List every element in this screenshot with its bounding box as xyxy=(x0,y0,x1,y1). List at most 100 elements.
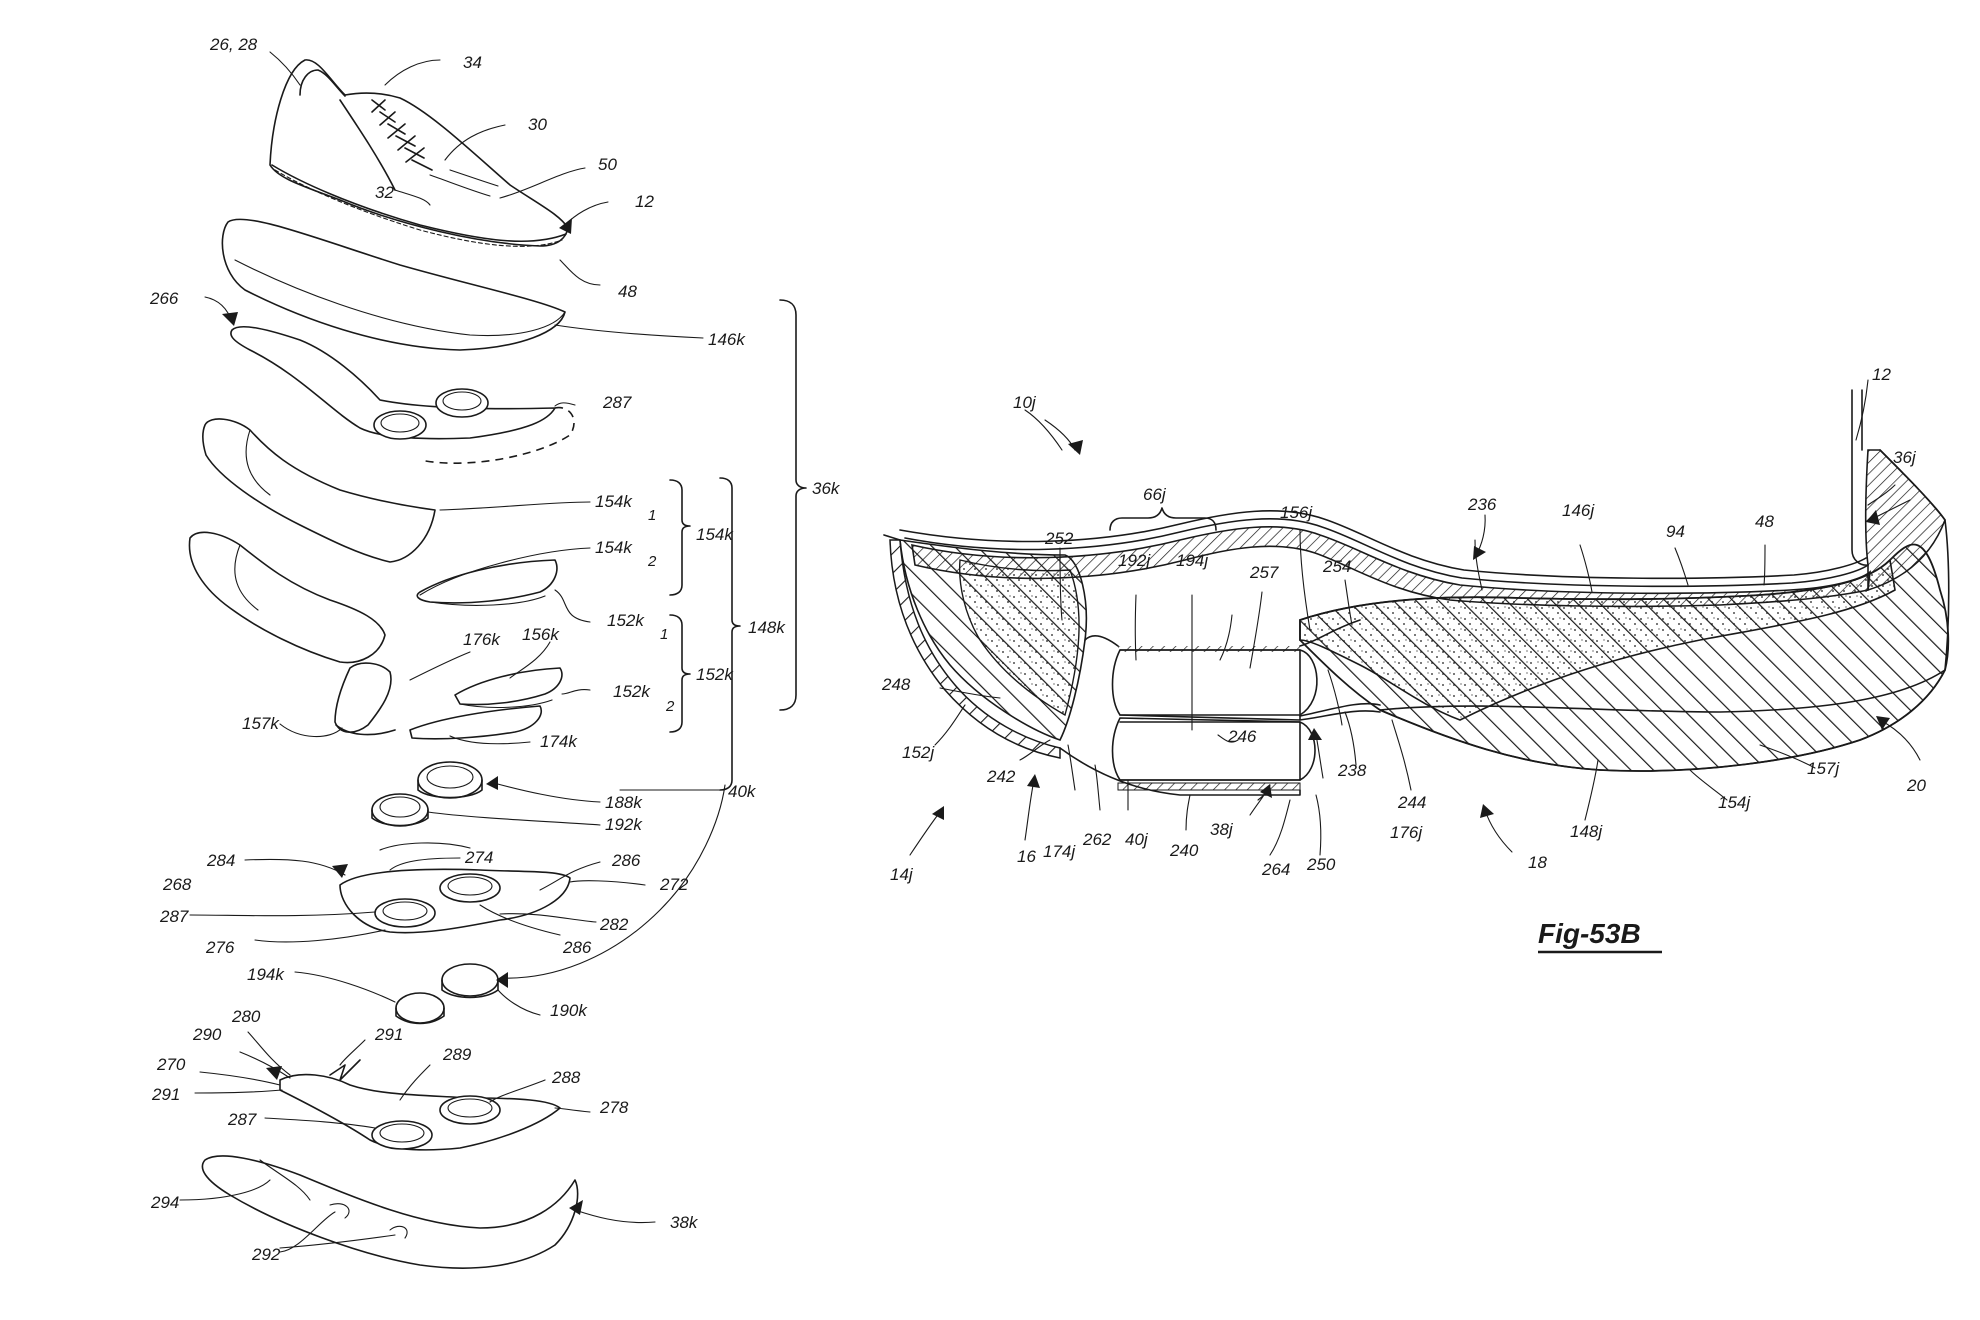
label-154k2-sub: 2 xyxy=(647,553,657,570)
label-36k: 36k xyxy=(812,479,841,498)
label-152k2: 152k xyxy=(613,682,651,701)
label-r-156j: 156j xyxy=(1280,503,1313,522)
label-287-mid: 287 xyxy=(159,907,189,926)
label-r-248: 248 xyxy=(881,675,911,694)
label-r-66j: 66j xyxy=(1143,485,1167,504)
piece-174k xyxy=(409,705,542,740)
label-286-bottom: 286 xyxy=(562,938,592,957)
label-288: 288 xyxy=(551,1068,581,1087)
label-291-top: 291 xyxy=(374,1025,403,1044)
bladder-assembly-40j xyxy=(1059,646,1381,796)
label-152k1-sub: 1 xyxy=(660,626,668,643)
label-26-28: 26, 28 xyxy=(209,35,258,54)
label-154k: 154k xyxy=(696,525,734,544)
exploded-arrowheads xyxy=(222,218,583,1215)
label-291-bottom: 291 xyxy=(151,1085,180,1104)
label-152k1: 152k xyxy=(607,611,645,630)
label-r-18: 18 xyxy=(1528,853,1547,872)
section-leader-lines xyxy=(934,379,1896,856)
label-156k: 156k xyxy=(522,625,560,644)
label-270: 270 xyxy=(156,1055,186,1074)
label-284: 284 xyxy=(206,851,235,870)
label-38k: 38k xyxy=(670,1213,699,1232)
exploded-view: 26, 28 34 30 50 32 12 48 266 146k 287 36… xyxy=(149,35,841,1269)
section-labels: 12 10j 36j 66j 192j 194j 252 156j 236 14… xyxy=(881,365,1926,884)
label-r-146j: 146j xyxy=(1562,501,1595,520)
label-152k: 152k xyxy=(696,665,734,684)
label-276: 276 xyxy=(205,938,235,957)
label-294: 294 xyxy=(150,1193,179,1212)
label-154k1: 154k xyxy=(595,492,633,511)
label-286-top: 286 xyxy=(611,851,641,870)
exploded-labels: 26, 28 34 30 50 32 12 48 266 146k 287 36… xyxy=(149,35,841,1264)
label-r-250: 250 xyxy=(1306,855,1336,874)
label-268: 268 xyxy=(162,875,192,894)
layer-154k1 xyxy=(202,418,436,563)
label-157k: 157k xyxy=(242,714,280,733)
label-148k: 148k xyxy=(748,618,786,637)
exploded-brackets xyxy=(669,299,807,791)
label-r-40j: 40j xyxy=(1125,830,1149,849)
label-174k: 174k xyxy=(540,732,578,751)
sockliner-146k xyxy=(221,218,566,351)
label-154k1-sub: 1 xyxy=(648,507,656,524)
label-274: 274 xyxy=(464,848,493,867)
label-34: 34 xyxy=(463,53,482,72)
label-r-174j: 174j xyxy=(1043,842,1076,861)
brace-66j xyxy=(1109,507,1217,531)
insert-266 xyxy=(230,326,575,464)
label-r-254: 254 xyxy=(1322,557,1351,576)
label-194k: 194k xyxy=(247,965,285,984)
label-r-192j: 192j xyxy=(1118,551,1151,570)
layer-154k2 xyxy=(188,531,386,664)
label-48: 48 xyxy=(618,282,637,301)
plate-270 xyxy=(279,1059,561,1151)
label-12: 12 xyxy=(635,192,654,211)
label-146k: 146k xyxy=(708,330,746,349)
label-50: 50 xyxy=(598,155,617,174)
label-r-194j: 194j xyxy=(1176,551,1209,570)
label-r-252: 252 xyxy=(1044,529,1074,548)
label-r-94: 94 xyxy=(1666,522,1685,541)
label-280: 280 xyxy=(231,1007,261,1026)
label-287-bottom: 287 xyxy=(227,1110,257,1129)
section-view: 12 10j 36j 66j 192j 194j 252 156j 236 14… xyxy=(881,365,1950,954)
label-r-148j: 148j xyxy=(1570,822,1603,841)
label-40k: 40k xyxy=(728,782,757,801)
label-r-257: 257 xyxy=(1249,563,1279,582)
label-r-16: 16 xyxy=(1017,847,1036,866)
label-r-262: 262 xyxy=(1082,830,1112,849)
label-r-154j: 154j xyxy=(1718,793,1751,812)
label-188k: 188k xyxy=(605,793,643,812)
exploded-leader-lines xyxy=(179,51,726,1253)
shoe-upper-drawing xyxy=(269,59,569,247)
label-278: 278 xyxy=(599,1098,629,1117)
piece-152k1 xyxy=(416,559,558,604)
label-292: 292 xyxy=(251,1245,281,1264)
plate-268 xyxy=(339,842,571,934)
label-266: 266 xyxy=(149,289,179,308)
figure-title: Fig-53B xyxy=(1538,918,1641,949)
label-r-36j: 36j xyxy=(1893,448,1917,467)
label-r-20: 20 xyxy=(1906,776,1926,795)
label-r-242: 242 xyxy=(986,767,1016,786)
label-30: 30 xyxy=(528,115,547,134)
label-282: 282 xyxy=(599,915,629,934)
label-r-264: 264 xyxy=(1261,860,1290,879)
label-r-246: 246 xyxy=(1227,727,1257,746)
section-arrows xyxy=(909,419,1921,856)
label-176k: 176k xyxy=(463,630,501,649)
label-r-236: 236 xyxy=(1467,495,1497,514)
label-r-38j: 38j xyxy=(1210,820,1234,839)
label-290: 290 xyxy=(192,1025,222,1044)
label-272: 272 xyxy=(659,875,689,894)
pods-188k-192k xyxy=(371,761,483,827)
label-r-12: 12 xyxy=(1872,365,1891,384)
label-r-244: 244 xyxy=(1397,793,1426,812)
label-190k: 190k xyxy=(550,1001,588,1020)
label-154k2: 154k xyxy=(595,538,633,557)
label-r-152j: 152j xyxy=(902,743,935,762)
label-r-48: 48 xyxy=(1755,512,1774,531)
label-r-238: 238 xyxy=(1337,761,1367,780)
